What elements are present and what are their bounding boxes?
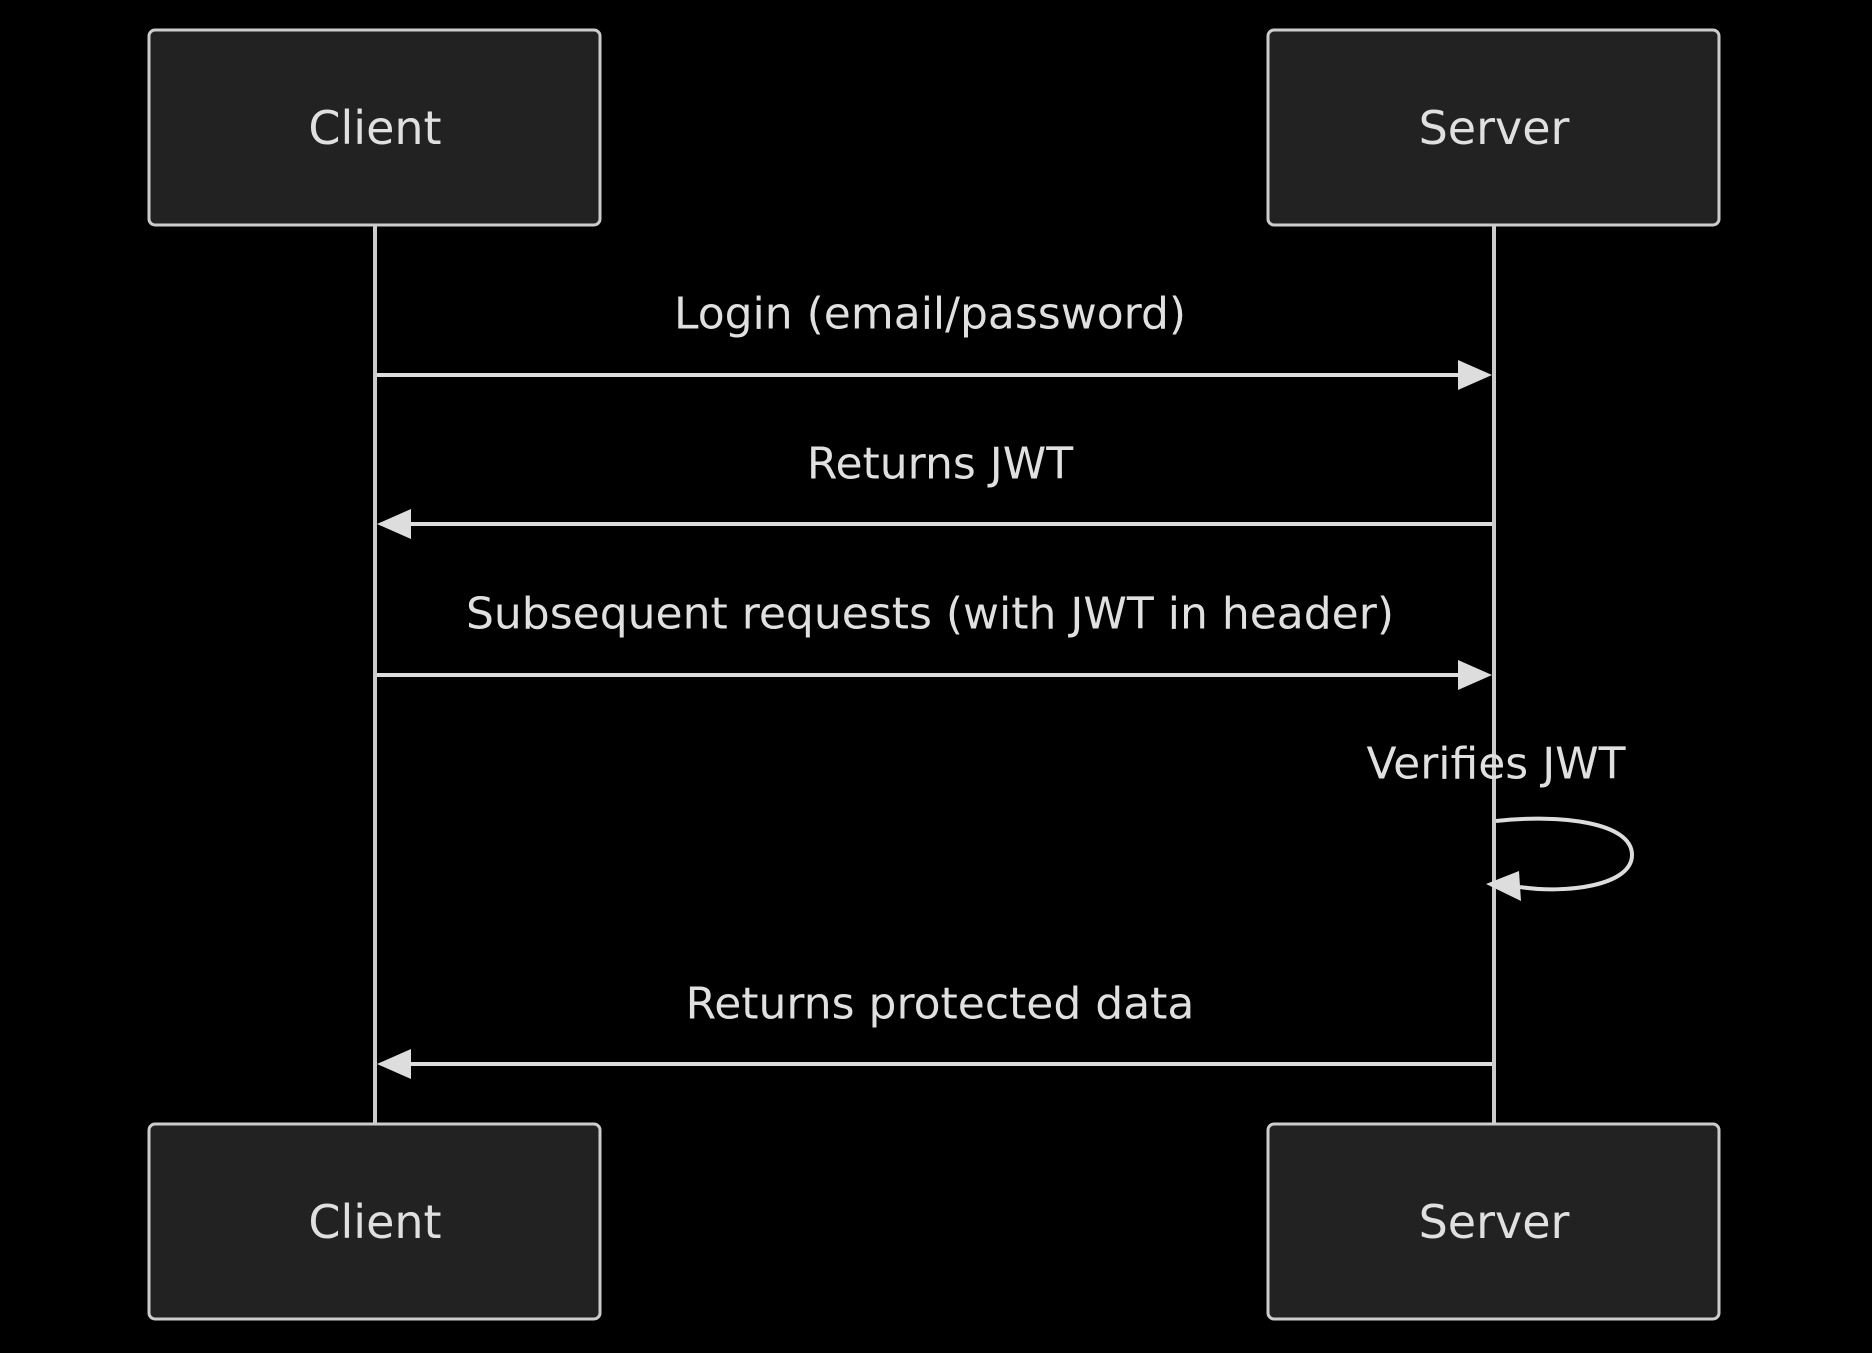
actor-server-bottom-label: Server	[1419, 1195, 1570, 1249]
message-login-arrowhead	[1458, 360, 1492, 390]
actor-client-bottom: Client	[147, 1122, 602, 1321]
message-verifies-jwt-loop	[1495, 816, 1635, 892]
actor-server-top: Server	[1266, 28, 1721, 227]
message-returns-protected-data-arrowhead	[377, 1049, 411, 1079]
actor-server-bottom: Server	[1266, 1122, 1721, 1321]
message-login: Login (email/password)	[377, 289, 1492, 390]
message-returns-jwt-arrowhead	[377, 509, 411, 539]
message-subsequent-requests: Subsequent requests (with JWT in header)	[377, 589, 1492, 690]
message-returns-jwt: Returns JWT	[377, 439, 1492, 539]
message-returns-protected-data-label: Returns protected data	[686, 979, 1195, 1030]
message-login-label: Login (email/password)	[674, 289, 1186, 340]
message-verifies-jwt-label: Verifies JWT	[1366, 739, 1625, 790]
actor-client-bottom-label: Client	[308, 1195, 441, 1249]
message-returns-jwt-label: Returns JWT	[807, 439, 1073, 490]
actor-server-top-label: Server	[1419, 101, 1570, 155]
message-verifies-jwt-arrowhead	[1486, 871, 1521, 901]
message-returns-protected-data: Returns protected data	[377, 979, 1492, 1079]
message-subsequent-requests-label: Subsequent requests (with JWT in header)	[466, 589, 1394, 640]
message-verifies-jwt: Verifies JWT	[1366, 739, 1635, 901]
actor-client-top-label: Client	[308, 101, 441, 155]
actor-client-top: Client	[147, 28, 602, 227]
message-subsequent-requests-arrowhead	[1458, 660, 1492, 690]
